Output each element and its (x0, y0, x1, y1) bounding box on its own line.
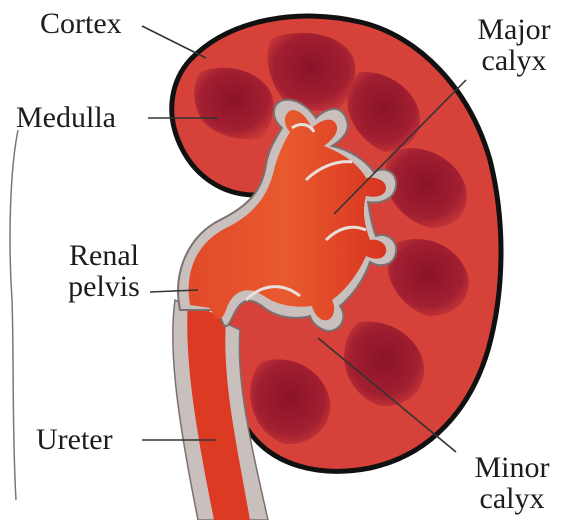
renal-pelvis-label-line2: pelvis (56, 271, 152, 302)
body-outline (10, 130, 18, 500)
major-calyx-label: Major calyx (466, 14, 562, 76)
cortex-leader (142, 26, 206, 58)
medulla-label: Medulla (16, 102, 116, 133)
cortex-label: Cortex (40, 8, 122, 39)
renal-pelvis-label-line1: Renal (56, 240, 152, 271)
ureter-label: Ureter (36, 424, 113, 455)
minor-calyx-label-line1: Minor (464, 452, 560, 483)
renal-pelvis-label: Renal pelvis (56, 240, 152, 302)
major-calyx-label-line2: calyx (466, 45, 562, 76)
minor-calyx-label: Minor calyx (464, 452, 560, 514)
major-calyx-label-line1: Major (466, 14, 562, 45)
minor-calyx-label-line2: calyx (464, 483, 560, 514)
